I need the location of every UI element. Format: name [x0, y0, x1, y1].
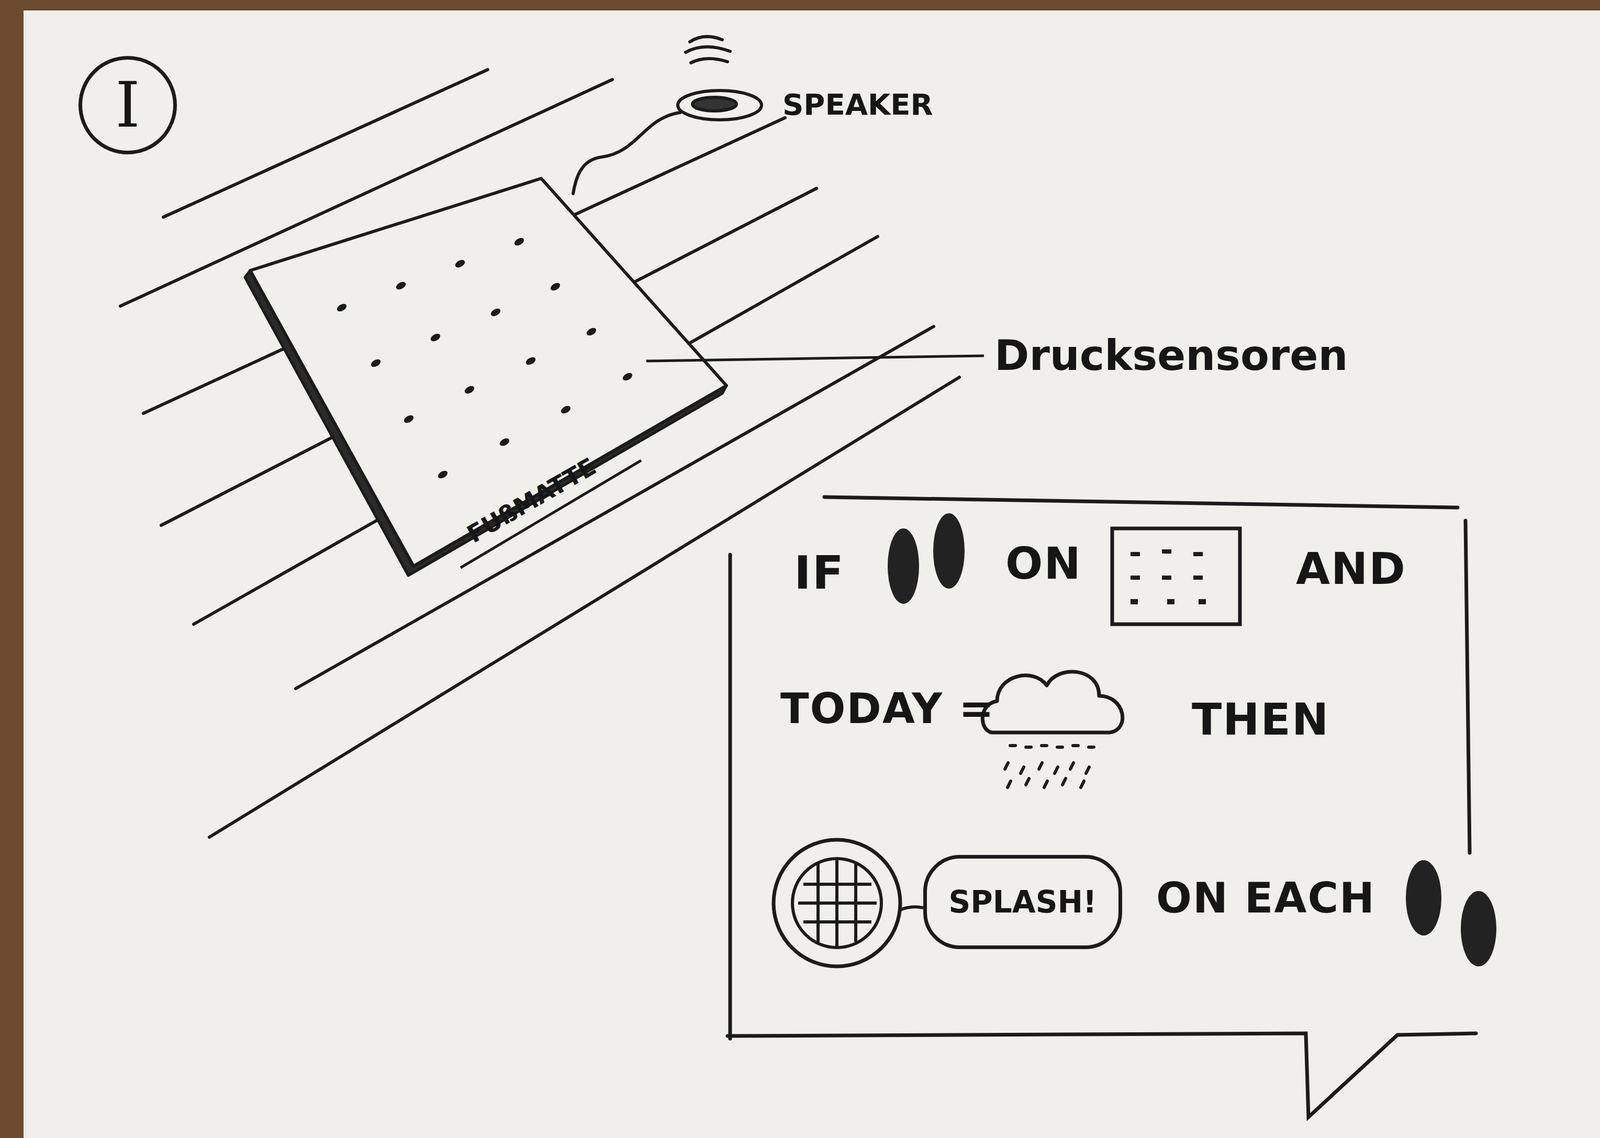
footprint	[1405, 860, 1442, 936]
sensor-dot	[394, 280, 407, 292]
mat-icon-dot	[1167, 599, 1175, 605]
mat-icon-dot	[1193, 575, 1203, 580]
sensor-dot	[524, 355, 537, 367]
rain-drop	[1004, 763, 1090, 774]
mat-icon	[1112, 528, 1240, 625]
footprint	[887, 528, 920, 604]
node-text: TODAY =	[780, 688, 995, 731]
mat-icon-dot	[1130, 552, 1140, 557]
part-label: FUßMATTE	[463, 454, 600, 547]
speech-tail	[899, 907, 924, 911]
mat-icon-dots	[1130, 549, 1206, 605]
grille-lines	[798, 859, 877, 948]
rain-drop	[1007, 778, 1084, 788]
bubble-border	[824, 497, 1458, 508]
bubble-border	[728, 554, 733, 1039]
part-label: SPEAKER	[782, 90, 934, 120]
bubble-tail	[727, 1033, 1476, 1118]
sensor-dot	[463, 384, 476, 396]
speaker-body	[677, 90, 762, 120]
sensor-dot	[549, 281, 562, 293]
sensor-dot	[489, 307, 502, 318]
sensor-dot	[402, 414, 415, 425]
callout-bubble	[727, 497, 1476, 1118]
rule-callout: IF ON AND TODAY = THEN ON EACH SPLASH!	[729, 499, 1470, 1037]
mat-icon-dot	[1193, 552, 1203, 557]
sensor-dot	[335, 302, 348, 313]
mat-icon-dot	[1161, 549, 1172, 554]
node-text: THEN	[1191, 697, 1330, 742]
speaker-icon-grille	[792, 858, 882, 948]
node-text: ON	[1005, 541, 1082, 586]
sensor-dot	[498, 437, 511, 448]
sensor-dot	[512, 236, 525, 248]
sensor-dot	[369, 357, 382, 369]
footprint	[933, 513, 965, 589]
footprint	[1460, 891, 1497, 967]
rain-drops	[1004, 745, 1094, 788]
sound-wave	[685, 46, 731, 53]
sensor-dot	[453, 258, 466, 270]
sensor-dot	[429, 332, 442, 343]
node-text: ON EACH	[1156, 877, 1376, 920]
pressure-sensor-dots	[335, 236, 634, 480]
speaker-grille	[692, 97, 737, 111]
sensor-dot	[621, 371, 634, 383]
sensor-dot	[436, 469, 449, 480]
callout-number: I	[78, 56, 177, 155]
mat-icon-dot	[1130, 599, 1138, 605]
mat-top	[250, 178, 727, 567]
floor-line	[163, 69, 488, 218]
mat-icon-dot	[1198, 599, 1206, 605]
sound-wave	[690, 58, 728, 63]
mat-icon-dot	[1130, 575, 1140, 580]
mat-icon-dot	[1161, 575, 1172, 580]
node-text: I	[115, 73, 140, 137]
sound-bubble: SPLASH!	[923, 855, 1123, 950]
node-text: SPLASH!	[948, 887, 1098, 918]
rain-cloud	[982, 672, 1123, 733]
bubble-border	[1465, 520, 1470, 854]
leader-line	[646, 355, 984, 362]
speaker-illustration	[573, 36, 762, 194]
node-text: AND	[1295, 546, 1407, 591]
part-label: Drucksensoren	[994, 334, 1349, 377]
node-text: IF	[793, 550, 845, 597]
speaker-icon	[773, 840, 901, 967]
rain-drop	[1010, 745, 1094, 748]
speaker-cable	[573, 112, 681, 194]
sound-wave	[689, 36, 723, 42]
doormat	[244, 178, 984, 576]
sensor-dot	[559, 404, 572, 416]
callout-icons	[773, 513, 1497, 967]
sensor-dot	[585, 326, 598, 338]
